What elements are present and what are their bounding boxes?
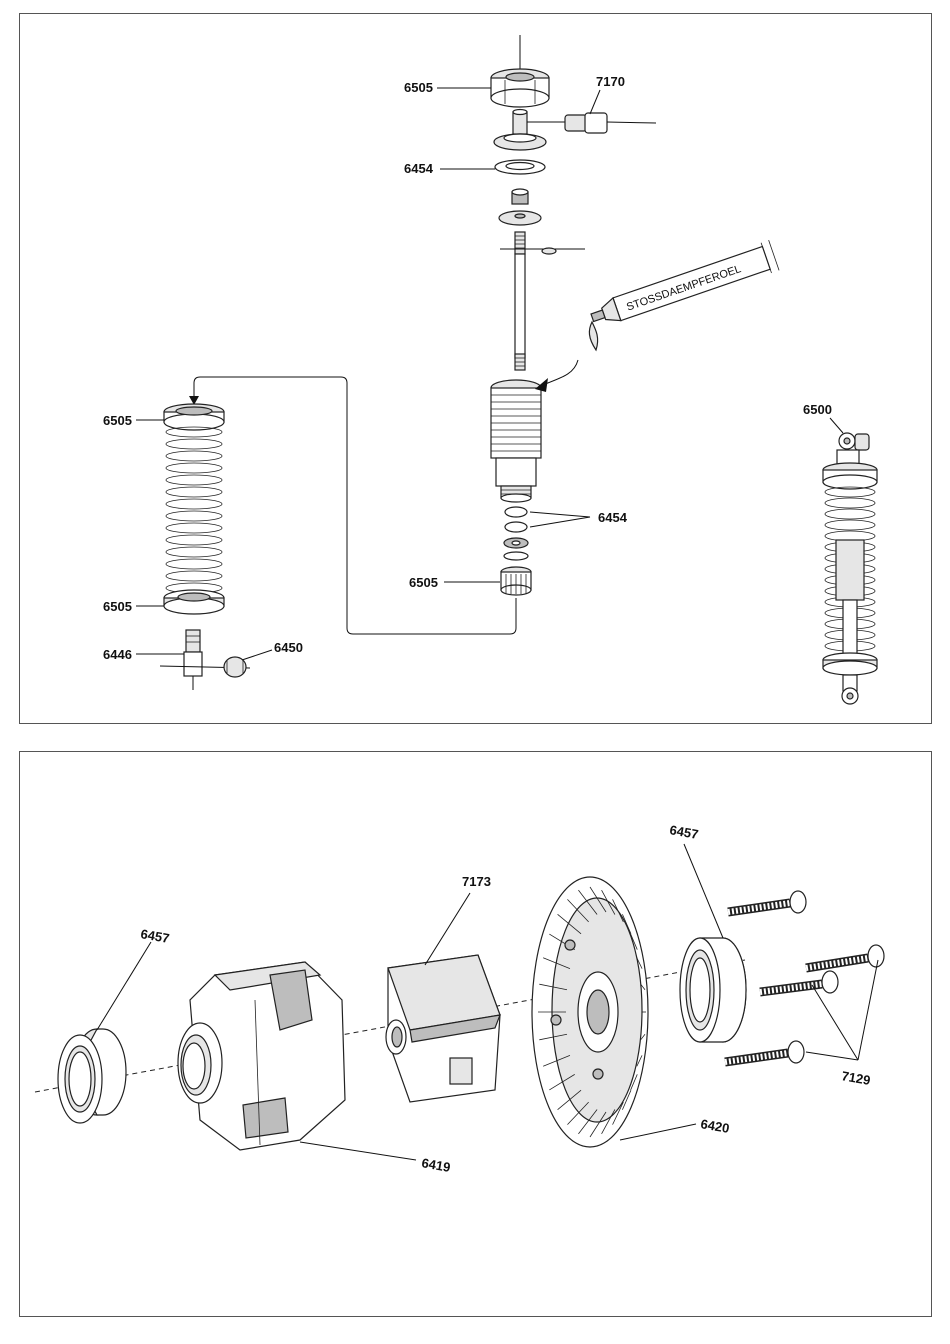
label-ball: 6450 <box>274 640 303 655</box>
label-spring-cap-bottom: 6505 <box>103 599 132 614</box>
label-seal-top: 6454 <box>404 161 434 176</box>
lower-seals-part <box>501 507 531 595</box>
cap-nut-part <box>491 69 549 107</box>
shock-body-part <box>491 380 541 502</box>
oil-tube-part: STOSSDAEMPFEROEL <box>587 240 779 333</box>
shock-shaft-assembly <box>491 35 585 370</box>
differential-panel <box>19 751 932 1317</box>
label-spring-cap-top: 6505 <box>103 413 132 428</box>
label-seals-bottom: 6454 <box>598 510 628 525</box>
complete-shock-part <box>823 433 877 704</box>
oil-drop-arrow <box>535 322 598 392</box>
label-bottom-nut: 6505 <box>409 575 438 590</box>
label-ball-end: 7170 <box>596 74 625 89</box>
spring-assembly-part <box>160 404 250 690</box>
label-cap-nut: 6505 <box>404 80 433 95</box>
label-complete-shock: 6500 <box>803 402 832 417</box>
ball-end-part <box>527 113 656 133</box>
label-rod-end: 6446 <box>103 647 132 662</box>
